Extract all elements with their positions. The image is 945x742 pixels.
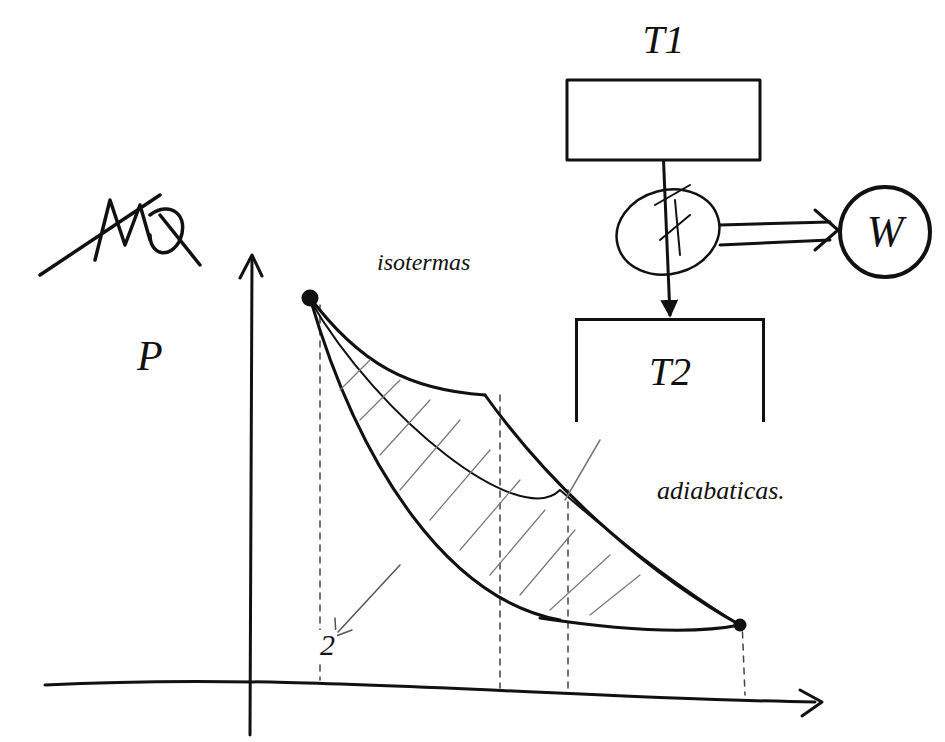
curve-label: adiabaticas. — [655, 478, 787, 504]
axis-label: P — [135, 335, 165, 377]
cold-reservoir: T2 — [575, 318, 765, 422]
curve-label: isotermas — [375, 250, 472, 274]
heat-flow-arrow — [664, 160, 671, 316]
work-circle: W — [838, 185, 932, 279]
node-label: T1 — [642, 20, 684, 60]
hot-reservoir: T1 — [567, 20, 760, 160]
node-label: T2 — [649, 352, 691, 392]
node-label: W — [867, 210, 904, 254]
callout-number: 2 — [318, 630, 337, 660]
